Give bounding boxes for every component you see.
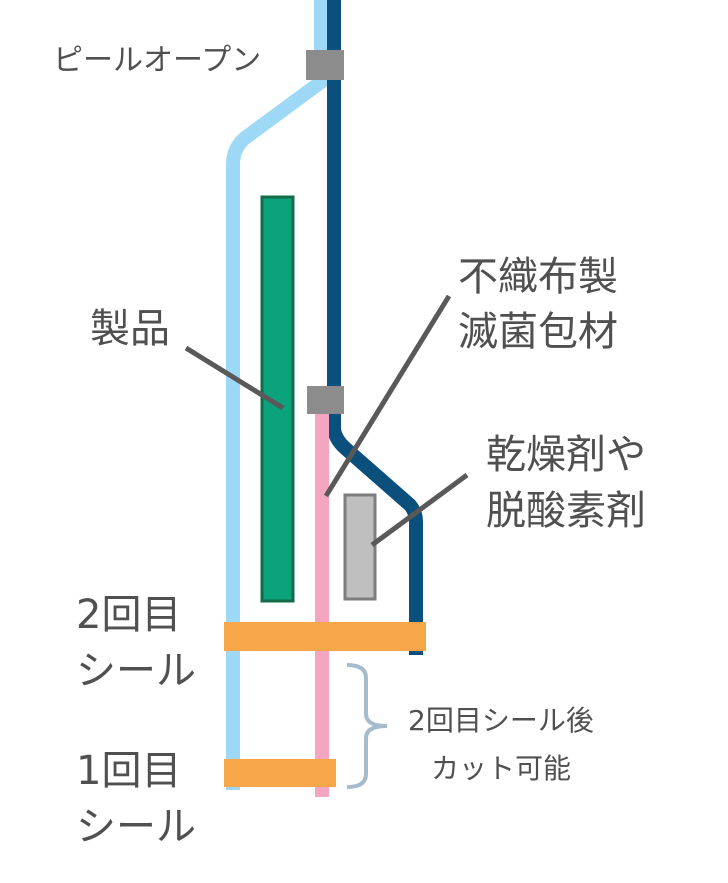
label-cut-note-line2: カット可能 bbox=[431, 752, 571, 785]
label-second-seal-line2: シール bbox=[76, 648, 196, 694]
inner-seal bbox=[307, 386, 344, 414]
film-dark-blue bbox=[327, 0, 423, 655]
label-nonwoven-line2: 滅菌包材 bbox=[458, 309, 618, 355]
first-seal-bar bbox=[224, 759, 336, 787]
leader-line-desiccant bbox=[370, 472, 469, 548]
cut-range-bracket bbox=[346, 663, 388, 789]
label-peel-open: ピールオープン bbox=[53, 43, 261, 78]
label-first-seal-line2: シール bbox=[76, 804, 196, 850]
label-desiccant-line2: 脱酸素剤 bbox=[486, 488, 646, 534]
desiccant-block bbox=[343, 493, 377, 601]
label-first-seal-line1: 1回目 bbox=[76, 748, 181, 794]
label-nonwoven-line1: 不織布製 bbox=[458, 254, 618, 300]
leader-line-product bbox=[184, 345, 285, 411]
label-cut-note-line1: 2回目シール後 bbox=[408, 704, 594, 737]
leader-line-nonwoven bbox=[323, 294, 452, 498]
label-product: 製品 bbox=[90, 306, 170, 352]
outer-film-light-blue bbox=[226, 0, 328, 790]
label-desiccant-line1: 乾燥剤や bbox=[486, 432, 646, 478]
label-second-seal-line1: 2回目 bbox=[76, 592, 181, 638]
second-seal-bar bbox=[224, 622, 426, 651]
peel-open-seal bbox=[306, 50, 344, 80]
